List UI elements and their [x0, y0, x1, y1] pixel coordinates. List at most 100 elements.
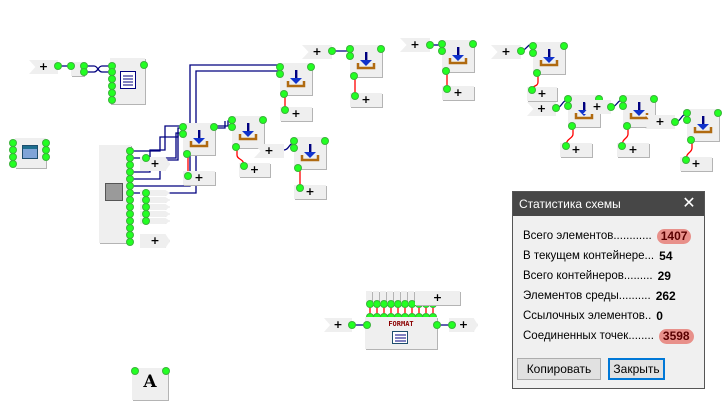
- plus-block[interactable]: +: [140, 234, 170, 248]
- connection-point[interactable]: [81, 69, 87, 75]
- connection-point[interactable]: [185, 173, 191, 179]
- connection-point[interactable]: [109, 90, 115, 96]
- connection-point[interactable]: [229, 117, 235, 123]
- connection-point[interactable]: [683, 157, 689, 163]
- plus-block[interactable]: +: [324, 318, 352, 332]
- connection-point[interactable]: [291, 145, 297, 151]
- connection-point[interactable]: [180, 131, 186, 137]
- connection-point[interactable]: [449, 322, 455, 328]
- plus-block[interactable]: +: [645, 115, 675, 129]
- connection-point[interactable]: [672, 119, 678, 125]
- container-block[interactable]: [99, 145, 131, 243]
- connection-point[interactable]: [364, 322, 370, 328]
- connection-point[interactable]: [439, 41, 445, 47]
- connection-point[interactable]: [443, 68, 449, 74]
- format-input-slot[interactable]: [394, 291, 400, 305]
- plus-block[interactable]: +: [302, 45, 332, 59]
- connection-point[interactable]: [444, 86, 450, 92]
- connection-point[interactable]: [608, 104, 614, 110]
- plus-block[interactable]: +: [415, 291, 460, 305]
- connection-point[interactable]: [349, 322, 355, 328]
- connection-point[interactable]: [127, 148, 133, 154]
- text-block[interactable]: A: [132, 368, 168, 400]
- connection-point[interactable]: [534, 70, 540, 76]
- plus-block[interactable]: +: [29, 60, 58, 74]
- connection-point[interactable]: [184, 151, 190, 157]
- download-block[interactable]: [294, 137, 326, 169]
- download-block[interactable]: [232, 116, 264, 148]
- connection-point[interactable]: [55, 63, 61, 69]
- connection-point[interactable]: [322, 138, 328, 144]
- copy-button[interactable]: Копировать: [517, 358, 601, 380]
- format-input-slot[interactable]: [366, 291, 372, 305]
- connection-point[interactable]: [43, 147, 49, 153]
- output-block[interactable]: [140, 190, 170, 196]
- connection-point[interactable]: [352, 93, 358, 99]
- connection-point[interactable]: [109, 97, 115, 103]
- connection-point[interactable]: [308, 64, 314, 70]
- connection-point[interactable]: [565, 96, 571, 102]
- download-block[interactable]: [280, 63, 312, 95]
- connection-point[interactable]: [347, 53, 353, 59]
- connection-point[interactable]: [381, 301, 387, 307]
- connection-point[interactable]: [229, 124, 235, 130]
- connection-point[interactable]: [388, 301, 394, 307]
- connection-point[interactable]: [127, 169, 133, 175]
- plus-block[interactable]: +: [527, 102, 556, 116]
- connection-point[interactable]: [141, 62, 147, 68]
- connection-point[interactable]: [127, 190, 133, 196]
- connection-point[interactable]: [143, 190, 149, 196]
- connection-point[interactable]: [620, 96, 626, 102]
- connection-point[interactable]: [715, 110, 721, 116]
- format-input-slot[interactable]: [387, 291, 393, 305]
- output-block[interactable]: [140, 218, 170, 224]
- connection-point[interactable]: [295, 165, 301, 171]
- close-button[interactable]: Закрыть: [608, 358, 665, 380]
- connection-point[interactable]: [530, 43, 536, 49]
- connection-point[interactable]: [277, 64, 283, 70]
- plus-block[interactable]: +: [583, 100, 611, 114]
- connection-point[interactable]: [684, 110, 690, 116]
- connection-point[interactable]: [10, 147, 16, 153]
- connection-point[interactable]: [281, 91, 287, 97]
- connection-point[interactable]: [329, 48, 335, 54]
- connection-point[interactable]: [374, 301, 380, 307]
- connection-point[interactable]: [297, 185, 303, 191]
- connection-point[interactable]: [624, 123, 630, 129]
- download-block[interactable]: [442, 40, 474, 72]
- connection-point[interactable]: [347, 46, 353, 52]
- connection-point[interactable]: [233, 144, 239, 150]
- plus-block[interactable]: +: [183, 171, 215, 185]
- connection-point[interactable]: [10, 161, 16, 167]
- connection-point[interactable]: [10, 154, 16, 160]
- connection-point[interactable]: [211, 124, 217, 130]
- connection-point[interactable]: [109, 76, 115, 82]
- connection-point[interactable]: [180, 124, 186, 130]
- connection-point[interactable]: [651, 96, 657, 102]
- download-block[interactable]: [687, 109, 719, 141]
- connection-point[interactable]: [68, 63, 74, 69]
- connection-point[interactable]: [260, 117, 266, 123]
- connection-point[interactable]: [143, 218, 149, 224]
- connection-point[interactable]: [132, 368, 138, 374]
- download-block[interactable]: [183, 123, 215, 155]
- connection-point[interactable]: [561, 43, 567, 49]
- connection-point[interactable]: [291, 138, 297, 144]
- connection-point[interactable]: [620, 103, 626, 109]
- plus-block[interactable]: +: [254, 144, 284, 158]
- connection-point[interactable]: [163, 368, 169, 374]
- connection-point[interactable]: [143, 211, 149, 217]
- connection-point[interactable]: [127, 155, 133, 161]
- connection-point[interactable]: [409, 301, 415, 307]
- connection-point[interactable]: [434, 322, 440, 328]
- connection-point[interactable]: [395, 301, 401, 307]
- format-input-slot[interactable]: [373, 291, 379, 305]
- download-block[interactable]: [623, 95, 655, 127]
- plus-block[interactable]: +: [350, 93, 382, 107]
- plus-block[interactable]: +: [617, 143, 649, 157]
- connection-point[interactable]: [241, 163, 247, 169]
- connection-point[interactable]: [596, 96, 602, 102]
- connection-point[interactable]: [427, 42, 433, 48]
- window-block[interactable]: [15, 138, 46, 168]
- output-block[interactable]: [140, 211, 170, 217]
